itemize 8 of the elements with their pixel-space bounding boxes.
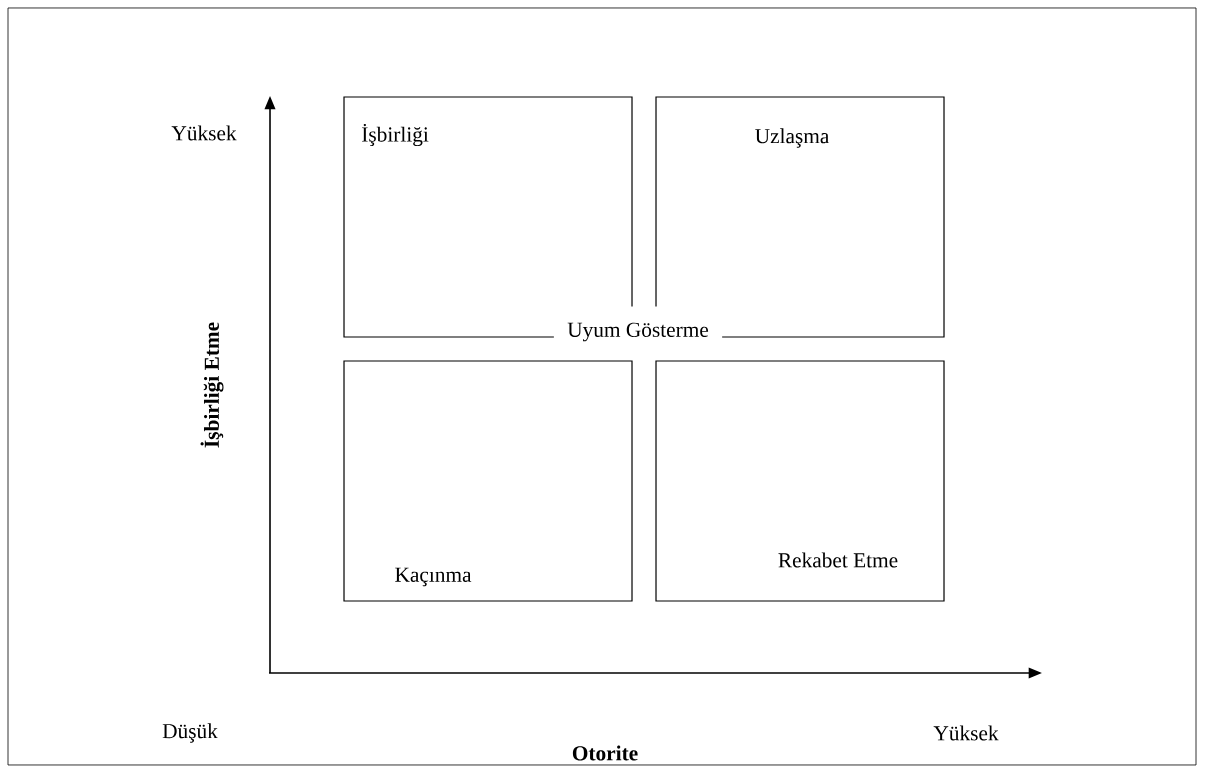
axis-level-label: Yüksek bbox=[171, 125, 237, 141]
axis-title: Otorite bbox=[572, 745, 638, 761]
axis-title: İşbirliği Etme bbox=[200, 322, 224, 448]
quadrant-box: Kaçınma bbox=[343, 360, 633, 602]
axis-level-label: Düşük bbox=[162, 723, 218, 743]
quadrant-box: Rekabet Etme bbox=[655, 360, 945, 602]
center-label: Uyum Gösterme bbox=[553, 306, 723, 358]
axis-level-label: Yüksek bbox=[933, 725, 999, 741]
